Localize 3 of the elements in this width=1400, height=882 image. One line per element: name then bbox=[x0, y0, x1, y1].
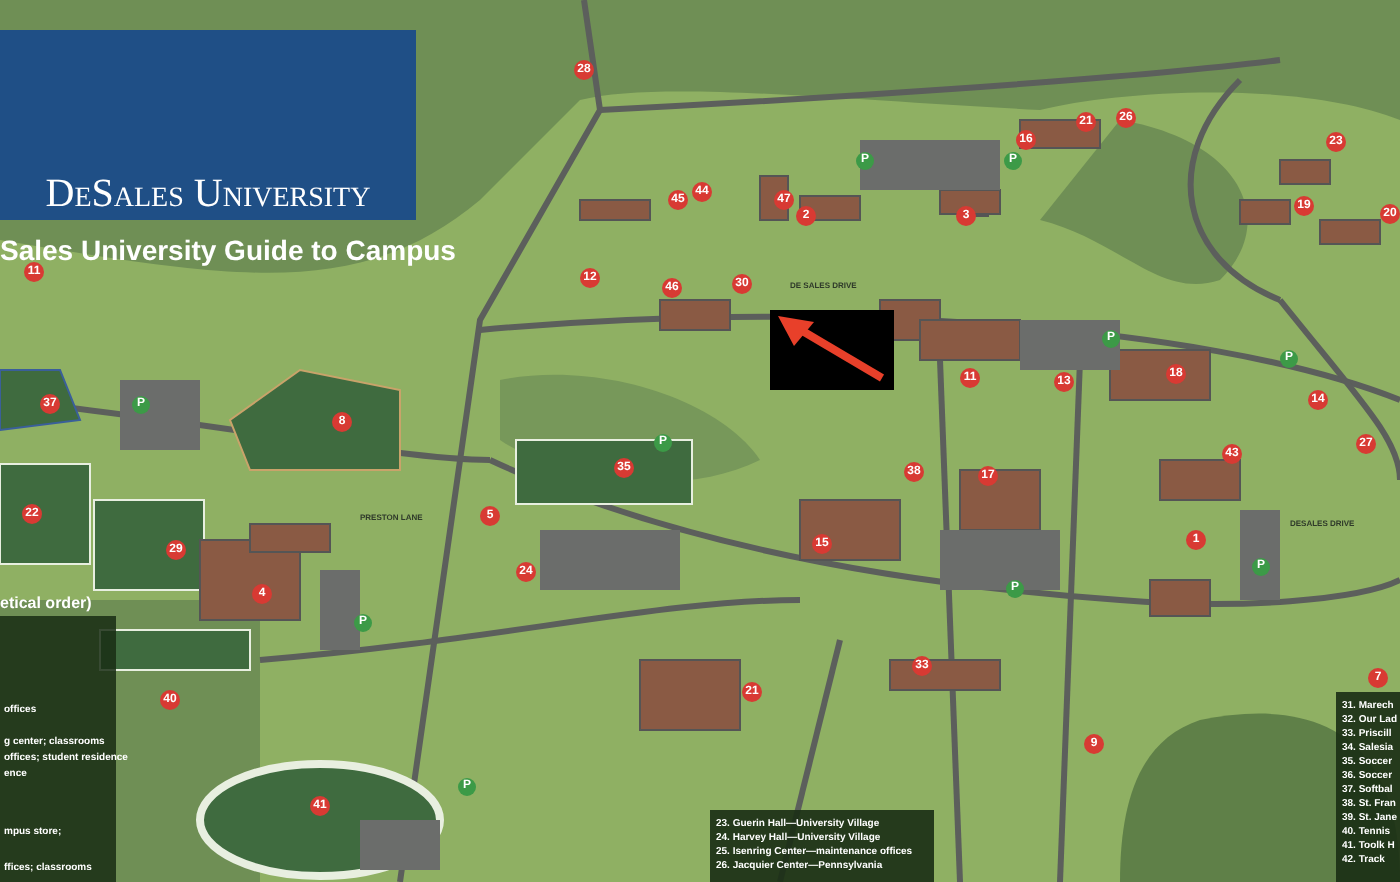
legend-heading: etical order) bbox=[0, 594, 92, 612]
university-name: DeSales University bbox=[43, 172, 373, 218]
title: Sales University Guide to Campus bbox=[0, 234, 456, 266]
